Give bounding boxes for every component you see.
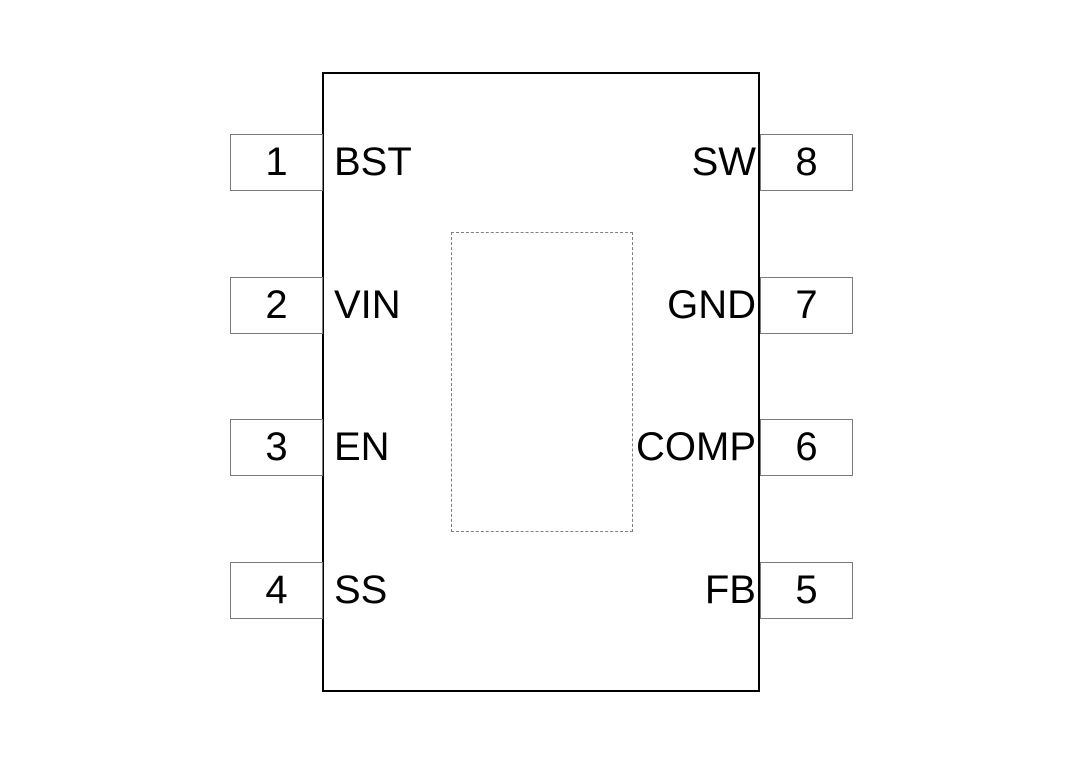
pin-number: 1 (265, 140, 288, 184)
pin-label-en: EN (334, 425, 390, 469)
pin-box-2: 2 (230, 277, 323, 334)
pin-label-bst: BST (334, 140, 412, 184)
pin-box-5: 5 (760, 562, 853, 619)
exposed-pad-outline (451, 232, 633, 532)
pin-number: 7 (795, 283, 818, 327)
pin-box-3: 3 (230, 419, 323, 476)
pin-number: 8 (795, 140, 818, 184)
pin-box-4: 4 (230, 562, 323, 619)
pin-label-ss: SS (334, 568, 388, 612)
pin-label-vin: VIN (334, 283, 401, 327)
pin-number: 4 (265, 568, 288, 612)
pin-number: 5 (795, 568, 818, 612)
pin-number: 3 (265, 425, 288, 469)
pin-box-1: 1 (230, 134, 323, 191)
pin-box-6: 6 (760, 419, 853, 476)
pin-number: 6 (795, 425, 818, 469)
pin-label-comp: COMP (636, 425, 756, 469)
pin-box-7: 7 (760, 277, 853, 334)
pin-label-sw: SW (691, 140, 756, 184)
pin-box-8: 8 (760, 134, 853, 191)
pin-number: 2 (265, 283, 288, 327)
pin-label-gnd: GND (667, 283, 756, 327)
pin-label-fb: FB (704, 568, 756, 612)
